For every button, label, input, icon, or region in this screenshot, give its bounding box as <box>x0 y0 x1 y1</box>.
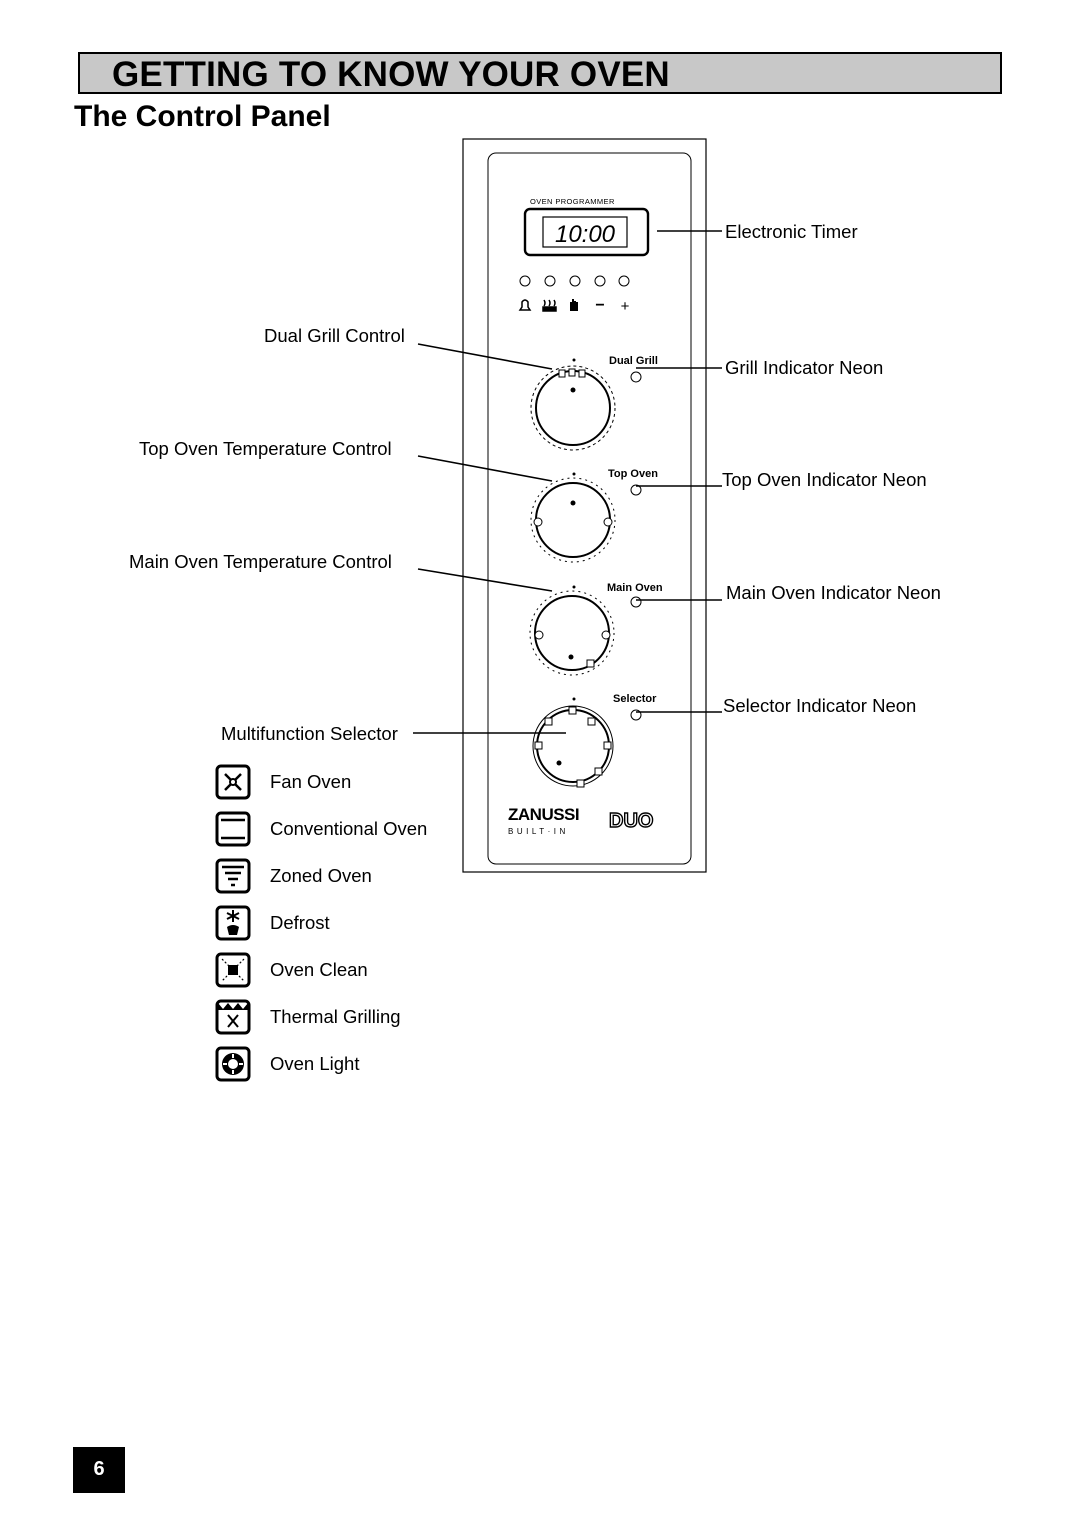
grill-indicator-neon <box>630 371 642 383</box>
thermal-grilling-icon <box>215 999 251 1035</box>
timer-display: 10:00 <box>555 221 616 248</box>
legend-label: Defrost <box>270 912 330 933</box>
programmer-button-heat[interactable] <box>544 275 556 287</box>
timer-screen <box>542 216 628 248</box>
top-oven-indicator-neon-label: Top Oven Indicator Neon <box>722 469 927 490</box>
legend-label: Oven Clean <box>270 959 368 980</box>
grill-indicator-neon-label: Grill Indicator Neon <box>725 357 884 378</box>
programmer-label: OVEN PROGRAMMER <box>530 197 615 206</box>
main-oven-indicator-neon-label: Main Oven Indicator Neon <box>726 582 941 603</box>
hand-icon <box>570 299 578 311</box>
brand-logo: ZANUSSI <box>508 805 579 824</box>
bell-icon <box>518 299 532 311</box>
legend-label: Thermal Grilling <box>270 1006 401 1027</box>
plus-icon: + <box>621 298 630 315</box>
top-oven-temperature-control-label: Top Oven Temperature Control <box>139 438 392 459</box>
selector-knob-label: Selector <box>613 693 657 705</box>
main-oven-knob-label: Main Oven <box>607 582 663 594</box>
multifunction-selector-label: Multifunction Selector <box>221 723 398 744</box>
legend-label: Oven Light <box>270 1053 360 1074</box>
selector-indicator-neon-label: Selector Indicator Neon <box>723 695 917 716</box>
callout-leader-lines <box>413 230 722 734</box>
top-oven-knob[interactable] <box>530 477 616 563</box>
programmer-button-plus[interactable] <box>618 275 630 287</box>
legend-label: Zoned Oven <box>270 865 372 886</box>
conventional-oven-icon <box>215 811 251 847</box>
main-oven-knob[interactable] <box>529 590 615 676</box>
programmer-button-minus[interactable] <box>594 275 606 287</box>
top-oven-indicator-neon <box>630 484 642 496</box>
electronic-timer-label: Electronic Timer <box>725 221 858 242</box>
minus-icon: − <box>595 297 604 314</box>
selector-knob[interactable] <box>532 705 614 788</box>
oven-light-icon <box>215 1046 251 1082</box>
dual-grill-control-label: Dual Grill Control <box>264 325 405 346</box>
zoned-oven-icon <box>215 858 251 894</box>
defrost-icon <box>215 905 251 941</box>
top-oven-knob-label: Top Oven <box>608 468 658 480</box>
main-oven-temperature-control-label: Main Oven Temperature Control <box>129 551 392 572</box>
legend-label: Fan Oven <box>270 771 352 792</box>
page-number: 6 <box>73 1447 125 1493</box>
oven-clean-icon <box>215 952 251 988</box>
legend-label: Conventional Oven <box>270 818 428 839</box>
programmer-button-bell[interactable] <box>519 275 531 287</box>
main-oven-indicator-neon <box>630 596 642 608</box>
section-title: GETTING TO KNOW YOUR OVEN <box>112 55 670 94</box>
page-subtitle: The Control Panel <box>74 100 331 133</box>
dual-grill-knob-label: Dual Grill <box>609 355 658 367</box>
brand-sub: BUILT·IN <box>508 827 569 836</box>
section-banner: GETTING TO KNOW YOUR OVEN <box>78 52 1002 94</box>
heat-icon <box>542 299 557 312</box>
programmer-buttons <box>519 275 630 287</box>
fan-oven-icon <box>215 764 251 800</box>
dual-grill-knob[interactable] <box>530 365 616 451</box>
programmer-button-hand[interactable] <box>569 275 581 287</box>
model-logo: DUO <box>609 810 653 832</box>
